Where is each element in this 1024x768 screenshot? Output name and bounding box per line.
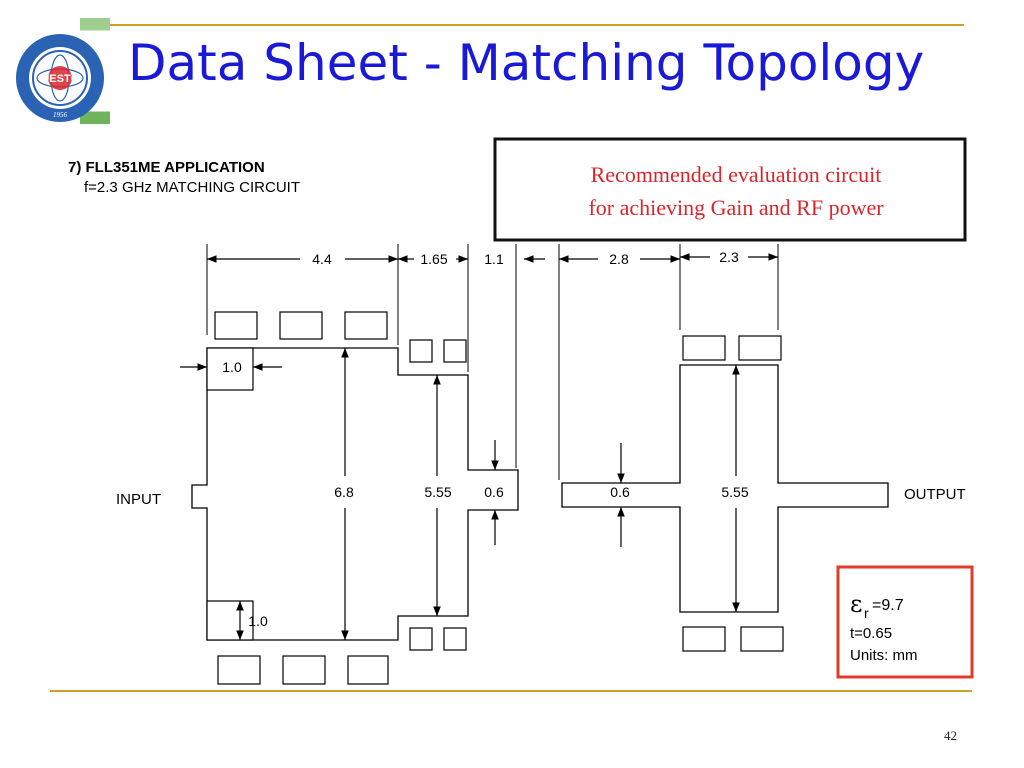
output-matching-network	[561, 364, 889, 613]
university-logo: UESTC 1956	[16, 34, 104, 122]
epsilon-subscript: r	[864, 605, 869, 621]
logo-text: UESTC	[41, 73, 78, 85]
callout-line-1: Recommended evaluation circuit	[591, 162, 882, 187]
vertical-dimension-arrows	[206, 347, 740, 641]
dim-2-8: 2.8	[609, 251, 629, 267]
tuning-pads	[214, 311, 784, 685]
page-title: Data Sheet - Matching Topology	[128, 34, 925, 92]
horizontal-dimension-arrows	[180, 253, 778, 371]
dim-1-0-bottom: 1.0	[248, 613, 268, 629]
dim-1-65: 1.65	[420, 251, 447, 267]
dim-2-3: 2.3	[719, 249, 739, 265]
dim-5-55-right: 5.55	[721, 484, 748, 500]
units-label: Units: mm	[850, 647, 918, 664]
figure-heading: 7) FLL351ME APPLICATION	[68, 159, 265, 176]
input-label: INPUT	[116, 491, 161, 508]
dim-6-8: 6.8	[334, 484, 354, 500]
epsilon-symbol: ε	[850, 590, 862, 618]
dim-1-0-top: 1.0	[222, 359, 242, 375]
dim-5-55-left: 5.55	[424, 484, 451, 500]
callout-line-2: for achieving Gain and RF power	[588, 195, 884, 220]
matching-circuit-diagram: 7) FLL351ME APPLICATION f=2.3 GHz MATCHI…	[68, 137, 974, 685]
figure-subheading: f=2.3 GHz MATCHING CIRCUIT	[84, 179, 300, 196]
dim-1-1: 1.1	[484, 251, 504, 267]
callout-box: Recommended evaluation circuit for achie…	[493, 137, 967, 242]
output-label: OUTPUT	[904, 486, 966, 503]
dim-0-6-left: 0.6	[484, 484, 504, 500]
thickness-value: t=0.65	[850, 625, 892, 642]
input-matching-network	[191, 347, 519, 641]
extension-lines	[206, 244, 779, 480]
substrate-info-box: ε r =9.7 t=0.65 Units: mm	[836, 565, 974, 679]
dim-0-6-right: 0.6	[610, 484, 630, 500]
bottom-divider	[50, 690, 972, 692]
top-divider	[110, 24, 964, 26]
logo-year: 1956	[53, 111, 68, 119]
page-number: 42	[944, 728, 957, 743]
dim-4-4: 4.4	[312, 251, 332, 267]
epsilon-value: =9.7	[872, 597, 904, 614]
